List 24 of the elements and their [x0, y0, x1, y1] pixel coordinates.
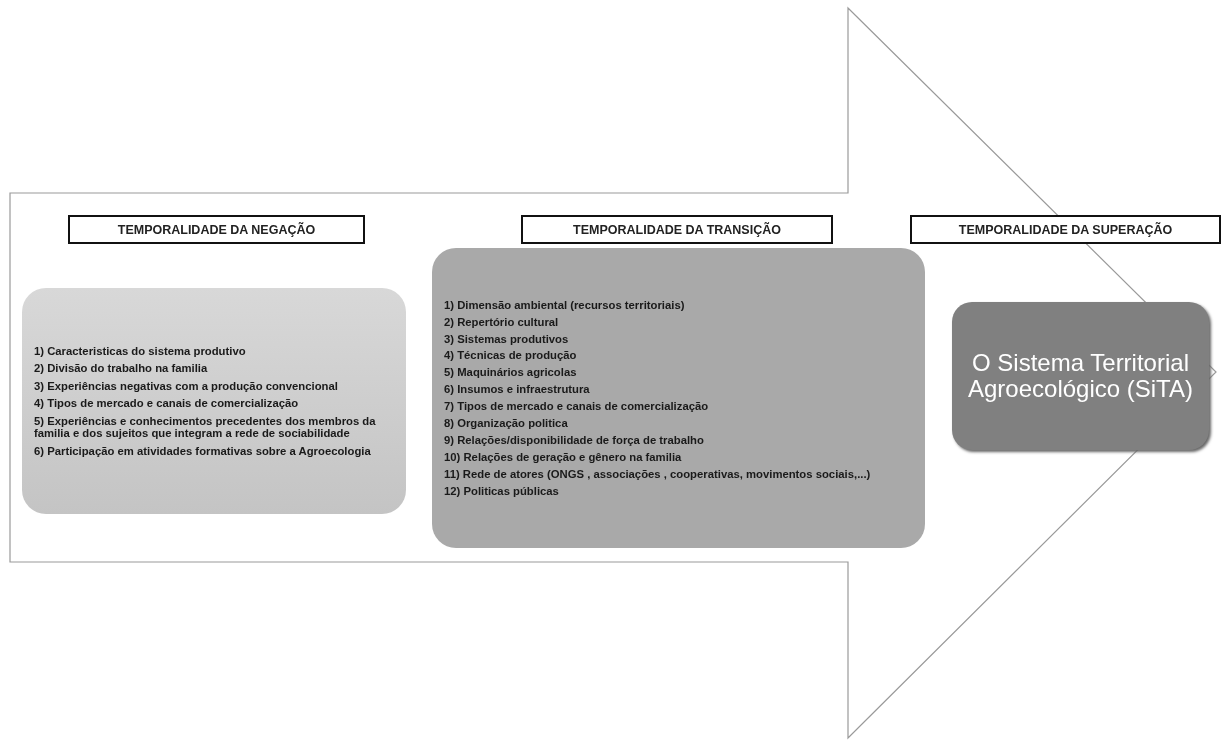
- list-item: 1) Dimensão ambiental (recursos territoriais): [444, 298, 686, 312]
- list-item: 5) Maquinários agricolas: [444, 366, 578, 379]
- rounded-box: [22, 288, 406, 514]
- list-item: 6) Insumos e infraestrutura: [444, 383, 591, 396]
- heading-box: TEMPORALIDADE DA TRANSIÇÃO: [521, 215, 833, 244]
- result-box: O Sistema Territorial Agroecológico (SiTA): [952, 302, 1209, 450]
- rounded-box: [432, 248, 925, 548]
- list-item: 11) Rede de atores (ONGS , associações , cooperativas, movimentos sociais,...): [444, 467, 872, 481]
- list-item: 9) Relações/disponibilidade de força de trabalho: [444, 434, 705, 447]
- list-item: 6) Participação em atividades formativas sobre a Agroecologia: [34, 444, 372, 457]
- list-item: 12) Politicas públicas: [444, 484, 560, 498]
- heading-box: TEMPORALIDADE DA NEGAÇÃO: [68, 215, 365, 244]
- list-item: 2) Repertório cultural: [444, 315, 560, 329]
- list-item: 2) Divisão do trabalho na familia: [34, 362, 209, 375]
- list-item: 4) Técnicas de produção: [444, 349, 578, 362]
- list-item: 5) Experiências e conhecimentos precedentes dos membros da familia e dos sujeitos que integram a rede de sociabilidade: [34, 414, 377, 440]
- heading-box: TEMPORALIDADE DA SUPERAÇÃO: [910, 215, 1221, 244]
- list-item: 10) Relações de geração e gênero na familia: [444, 451, 683, 464]
- list-item: 7) Tipos de mercado e canais de comercialização: [444, 400, 710, 413]
- list-item: 4) Tipos de mercado e canais de comercialização: [34, 397, 300, 410]
- list-item: 3) Sistemas produtivos: [444, 332, 570, 345]
- list-item: 1) Caracteristicas do sistema produtivo: [34, 345, 247, 358]
- list-item: 8) Organização politica: [444, 417, 569, 430]
- list-item: 3) Experiências negativas com a produção convencional: [34, 379, 339, 393]
